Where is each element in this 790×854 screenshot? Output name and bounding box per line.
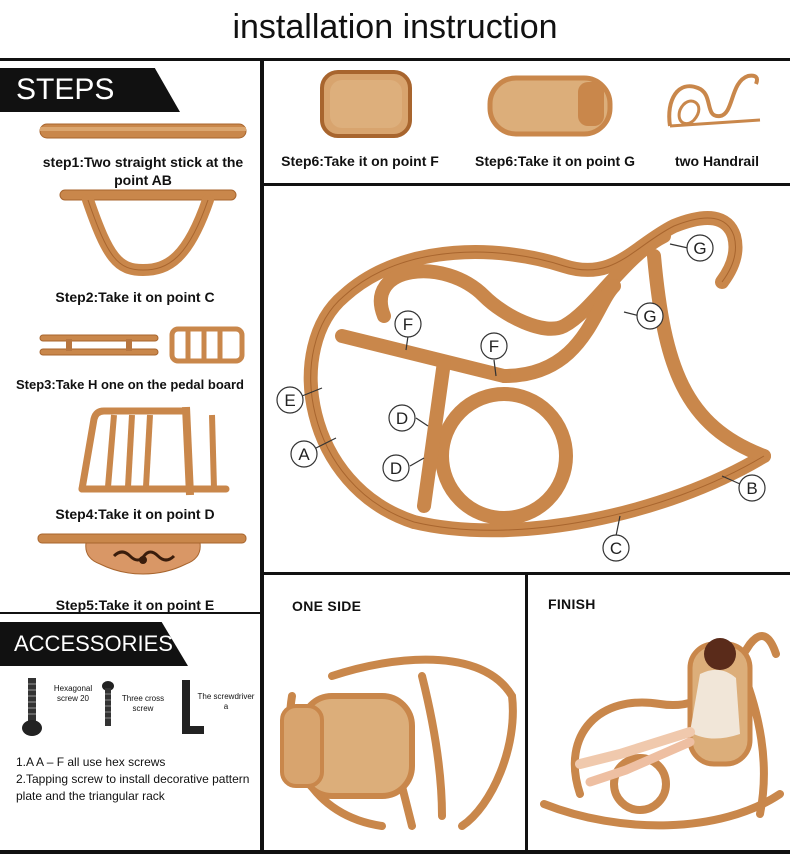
steps-banner: STEPS — [0, 68, 180, 112]
point-c: C — [602, 534, 630, 562]
side-frame-diagram: G G F F E D A D B C — [276, 211, 771, 562]
svg-text:C: C — [610, 539, 622, 558]
straight-stick-image — [39, 123, 247, 139]
handrail-image — [667, 73, 761, 128]
svg-text:A: A — [298, 445, 310, 464]
accessories-banner: ACCESSORIES — [0, 622, 188, 666]
v-support-image — [59, 189, 237, 277]
point-f-right: F — [480, 332, 508, 360]
point-b: B — [738, 474, 766, 502]
finish-label: FINISH — [548, 596, 596, 612]
handrail-caption: two Handrail — [674, 153, 759, 169]
step-4-caption: Step4:Take it on point D — [55, 506, 215, 522]
finished-chair-image — [540, 632, 784, 830]
svg-text:G: G — [693, 239, 706, 258]
cross-screw-icon — [102, 681, 114, 726]
screwdriver-label: The screwdriver a — [197, 692, 255, 711]
svg-text:F: F — [403, 315, 413, 334]
page-title: installation instruction — [232, 8, 558, 46]
point-e: E — [276, 386, 304, 414]
step-3-caption: Step3:Take H one on the pedal board — [15, 377, 244, 392]
parts-row-divider — [262, 183, 790, 186]
svg-text:B: B — [746, 479, 757, 498]
svg-text:G: G — [643, 307, 656, 326]
one-side-chair-image — [280, 655, 517, 830]
backrest-image — [487, 75, 613, 137]
point-d-lower: D — [382, 454, 410, 482]
note-1: 1.A A – F all use hex screws — [16, 755, 166, 769]
left-column-divider — [260, 58, 264, 854]
point-g-lower: G — [636, 302, 664, 330]
cross-screw-label: Three cross screw — [121, 694, 165, 713]
point-g-upper: G — [686, 234, 714, 262]
svg-text:F: F — [489, 337, 499, 356]
seat-cushion-image — [320, 70, 412, 138]
point-f-left: F — [394, 310, 422, 338]
svg-text:E: E — [284, 391, 295, 410]
pedal-board-image — [39, 326, 245, 364]
hex-screw-icon — [22, 678, 42, 736]
point-a: A — [290, 440, 318, 468]
hex-screw-label: Hexagonal screw 20 — [53, 684, 93, 703]
step-5-caption: Step5:Take it on point E — [55, 597, 215, 613]
step-2-caption: Step2:Take it on point C — [55, 289, 215, 305]
decorative-plate-image — [37, 533, 247, 575]
svg-text:D: D — [390, 459, 402, 478]
title-divider — [0, 58, 790, 61]
bottom-panels-divider — [525, 572, 528, 854]
one-side-label: ONE SIDE — [292, 598, 362, 614]
screwdriver-icon — [182, 680, 204, 734]
step-1-caption: step1:Two straight stick at the point AB — [42, 154, 244, 188]
bottom-border — [0, 850, 790, 854]
footrest-frame-image — [78, 406, 230, 496]
svg-text:D: D — [396, 409, 408, 428]
part-f-caption: Step6:Take it on point F — [281, 153, 439, 169]
steps-accessories-divider — [0, 612, 262, 614]
part-g-caption: Step6:Take it on point G — [475, 153, 635, 169]
point-d-upper: D — [388, 404, 416, 432]
note-2: 2.Tapping screw to install decorative pa… — [16, 772, 250, 803]
